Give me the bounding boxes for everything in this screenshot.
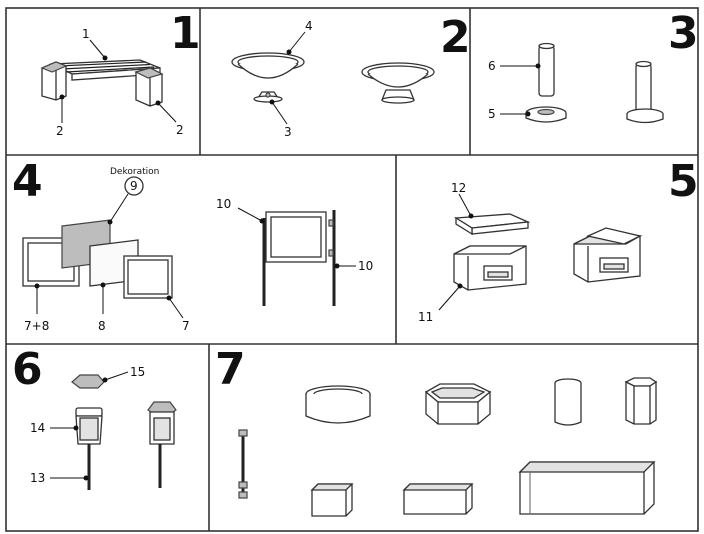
callout-label-6: 6	[488, 59, 496, 73]
callout-9: Dekoration 9	[107, 167, 159, 225]
post-exploded	[525, 42, 567, 123]
callout-2-right: 2	[155, 100, 184, 137]
callout-label-10a: 10	[216, 197, 231, 211]
callout-label-5: 5	[488, 107, 496, 121]
panel-number-5: 5	[668, 156, 699, 207]
callout-11: 11	[418, 283, 463, 324]
round-planter	[305, 385, 371, 424]
callout-6: 6	[488, 59, 541, 73]
hex-column-planter	[624, 377, 658, 425]
callout-label-3: 3	[284, 125, 292, 139]
sign-frame-exploded	[22, 219, 173, 299]
rectangular-planter	[402, 483, 474, 515]
panel-number-6: 6	[12, 344, 43, 395]
callout-8: 8	[98, 282, 106, 333]
callout-14: 14	[30, 421, 79, 435]
callout-label-15: 15	[130, 365, 145, 379]
callout-label-10b: 10	[358, 259, 373, 273]
callout-label-2b: 2	[176, 123, 184, 137]
callout-15: 15	[102, 365, 145, 383]
post-assembled	[626, 60, 664, 124]
bin-assembled	[573, 227, 643, 283]
callout-1: 1	[82, 27, 108, 61]
callout-label-7: 7	[182, 319, 190, 333]
sign-board-assembled	[262, 210, 336, 306]
callout-label-9: 9	[130, 179, 138, 193]
panel-number-2: 2	[440, 12, 471, 63]
panel-number-1: 1	[170, 8, 201, 59]
callout-label-11: 11	[418, 310, 433, 324]
octagonal-planter	[424, 383, 492, 425]
callout-10-right: 10	[334, 259, 373, 273]
callout-label-13: 13	[30, 471, 45, 485]
lamp-exploded	[71, 374, 105, 490]
callout-10-left: 10	[216, 197, 265, 224]
bench-illustration	[40, 59, 164, 107]
panel-grid	[5, 7, 699, 532]
callout-label-14: 14	[30, 421, 45, 435]
threaded-rod	[238, 429, 248, 499]
round-column-planter	[554, 378, 582, 426]
fire-bowl-assembled	[361, 62, 435, 104]
callout-5: 5	[488, 107, 531, 121]
callout-3: 3	[269, 99, 292, 139]
callout-7-8: 7+8	[24, 283, 49, 333]
callout-label-2a: 2	[56, 124, 64, 138]
post-cylinder	[538, 45, 555, 97]
long-planter	[518, 461, 656, 515]
lamp-head	[75, 407, 103, 417]
callout-4: 4	[286, 19, 313, 55]
callout-7: 7	[166, 295, 190, 333]
decoration-label: Dekoration	[110, 167, 159, 177]
lamp-assembled	[147, 401, 177, 488]
callout-13: 13	[30, 471, 89, 485]
outer-frame	[5, 7, 699, 532]
callout-label-7-8: 7+8	[24, 319, 49, 333]
callout-circle-9	[124, 176, 144, 196]
fire-bowl-exploded	[231, 52, 305, 103]
callout-label-4: 4	[305, 19, 313, 33]
panel-number-7: 7	[215, 344, 246, 395]
callout-2-left: 2	[56, 94, 65, 138]
bin-exploded	[453, 213, 531, 291]
callout-label-12: 12	[451, 181, 466, 195]
small-square-planter	[310, 483, 354, 517]
panel-number-3: 3	[668, 8, 699, 59]
lamp-cap	[71, 374, 105, 389]
panel-number-4: 4	[12, 156, 43, 207]
callout-label-1: 1	[82, 27, 90, 41]
callout-12: 12	[451, 181, 474, 219]
callout-label-8: 8	[98, 319, 106, 333]
